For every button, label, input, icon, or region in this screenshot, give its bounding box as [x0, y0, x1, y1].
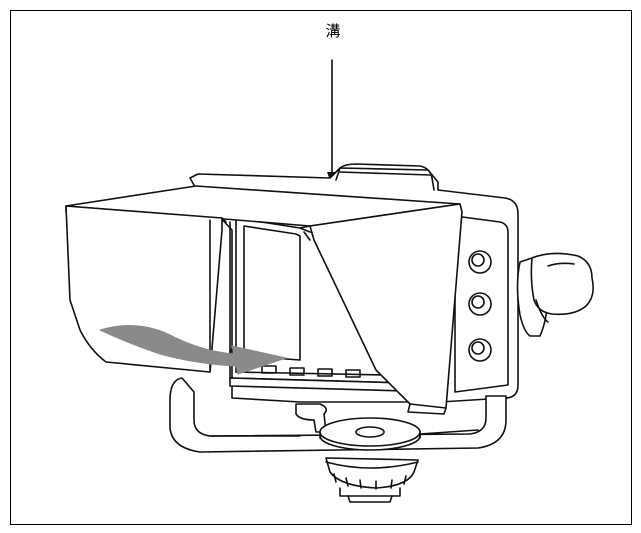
grip-handle — [516, 252, 594, 337]
control-knob — [468, 338, 492, 362]
groove-callout-label: 溝 — [325, 22, 341, 40]
insertion-arrow — [99, 325, 287, 375]
mounting-disc — [295, 403, 421, 451]
mount-base — [325, 457, 419, 503]
control-knob — [468, 292, 492, 316]
figure-frame — [10, 10, 632, 525]
callout-leader-line — [327, 59, 337, 186]
control-knob — [468, 250, 492, 274]
